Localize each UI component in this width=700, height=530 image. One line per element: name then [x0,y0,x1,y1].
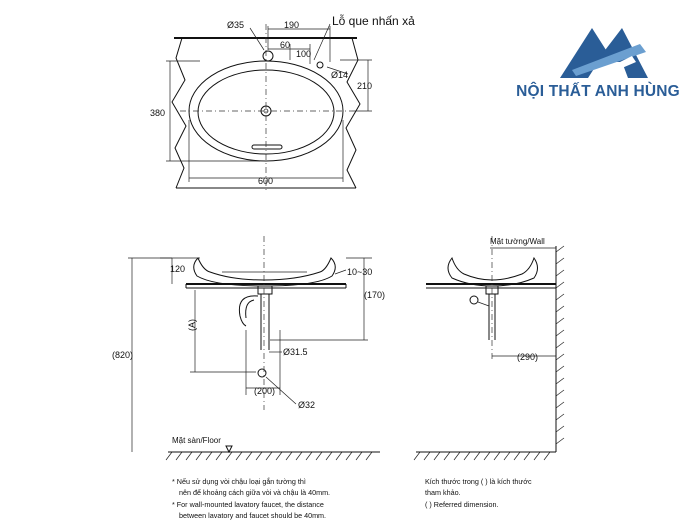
overflow-leader [326,66,349,75]
hole-leader [249,27,265,51]
pop-up-rod-hole [316,61,324,69]
counter-break-right [345,37,361,189]
dim-a: (A) [187,319,197,331]
note-line: * For wall-mounted lavatory faucet, the … [172,500,324,509]
note-line: ( ) Referred dimension. [425,500,499,509]
dim-60: 60 [280,40,290,50]
drain-flange [257,285,273,295]
basin-profile [193,257,336,287]
overflow-slot [251,144,283,150]
callout-text: Lỗ que nhấn xả [332,13,415,28]
top-view: Ø35 190 Lỗ que nhấn xả 60 100 Ø14 210 38… [150,13,415,192]
dim-290: (290) [517,352,538,362]
note-line: tham khảo. [425,488,461,497]
outlet-leader [265,376,297,405]
side-trap-link [477,301,490,307]
dim-rim-range: 10~30 [347,267,372,277]
dim-600: 600 [258,176,273,186]
floor-marker [225,445,233,454]
side-view: Mặt tường/Wall (290) [413,236,565,461]
note-line: Kích thước trong ( ) là kích thước [425,477,532,486]
front-view: 120 10~30 (170) (820) (A) Ø31.5 (200) Ø3… [112,236,385,461]
dim-100: 100 [296,49,311,59]
dim-hole-dia: Ø35 [227,20,244,30]
note-line: between lavatory and faucet should be 40… [179,511,326,520]
side-trap-end [469,295,479,305]
dim-120: 120 [170,264,185,274]
side-basin-profile [447,256,538,287]
trap-arm [238,295,259,327]
dim-outlet-dia: Ø32 [298,400,315,410]
callout-leader [313,23,331,61]
floor-hatch [165,451,373,461]
notes-left: * Nếu sử dụng vòi chậu loại gắn tường th… [172,477,330,520]
dim-820: (820) [112,350,133,360]
dim-210: 210 [357,81,372,91]
wall-label: Mặt tường/Wall [490,237,545,246]
dim-pipe-dia: Ø31.5 [283,347,308,357]
rim-leader [334,269,347,275]
dim-190: 190 [284,20,299,30]
anh-hung-logo-icon [560,28,648,78]
brand-name: NỘI THẤT ANH HÙNG [516,83,680,100]
trap-arm-inner [245,299,255,319]
notes-right: Kích thước trong ( ) là kích thước tham … [425,477,532,509]
faucet-hole [262,50,274,62]
note-line: nên để khoảng cách giữa vòi và chậu là 4… [179,488,330,497]
dim-380: 380 [150,108,165,118]
floor-label: Mặt sàn/Floor [172,436,221,445]
side-floor-hatch [413,451,551,461]
dim-170: (170) [364,290,385,300]
wall-hatch [555,245,565,445]
counter-break-left [171,37,187,189]
dim-200: (200) [254,386,275,396]
note-line: * Nếu sử dụng vòi chậu loại gắn tường th… [172,477,306,486]
outlet-circle [257,368,267,378]
dim-overflow-dia: Ø14 [331,70,348,80]
